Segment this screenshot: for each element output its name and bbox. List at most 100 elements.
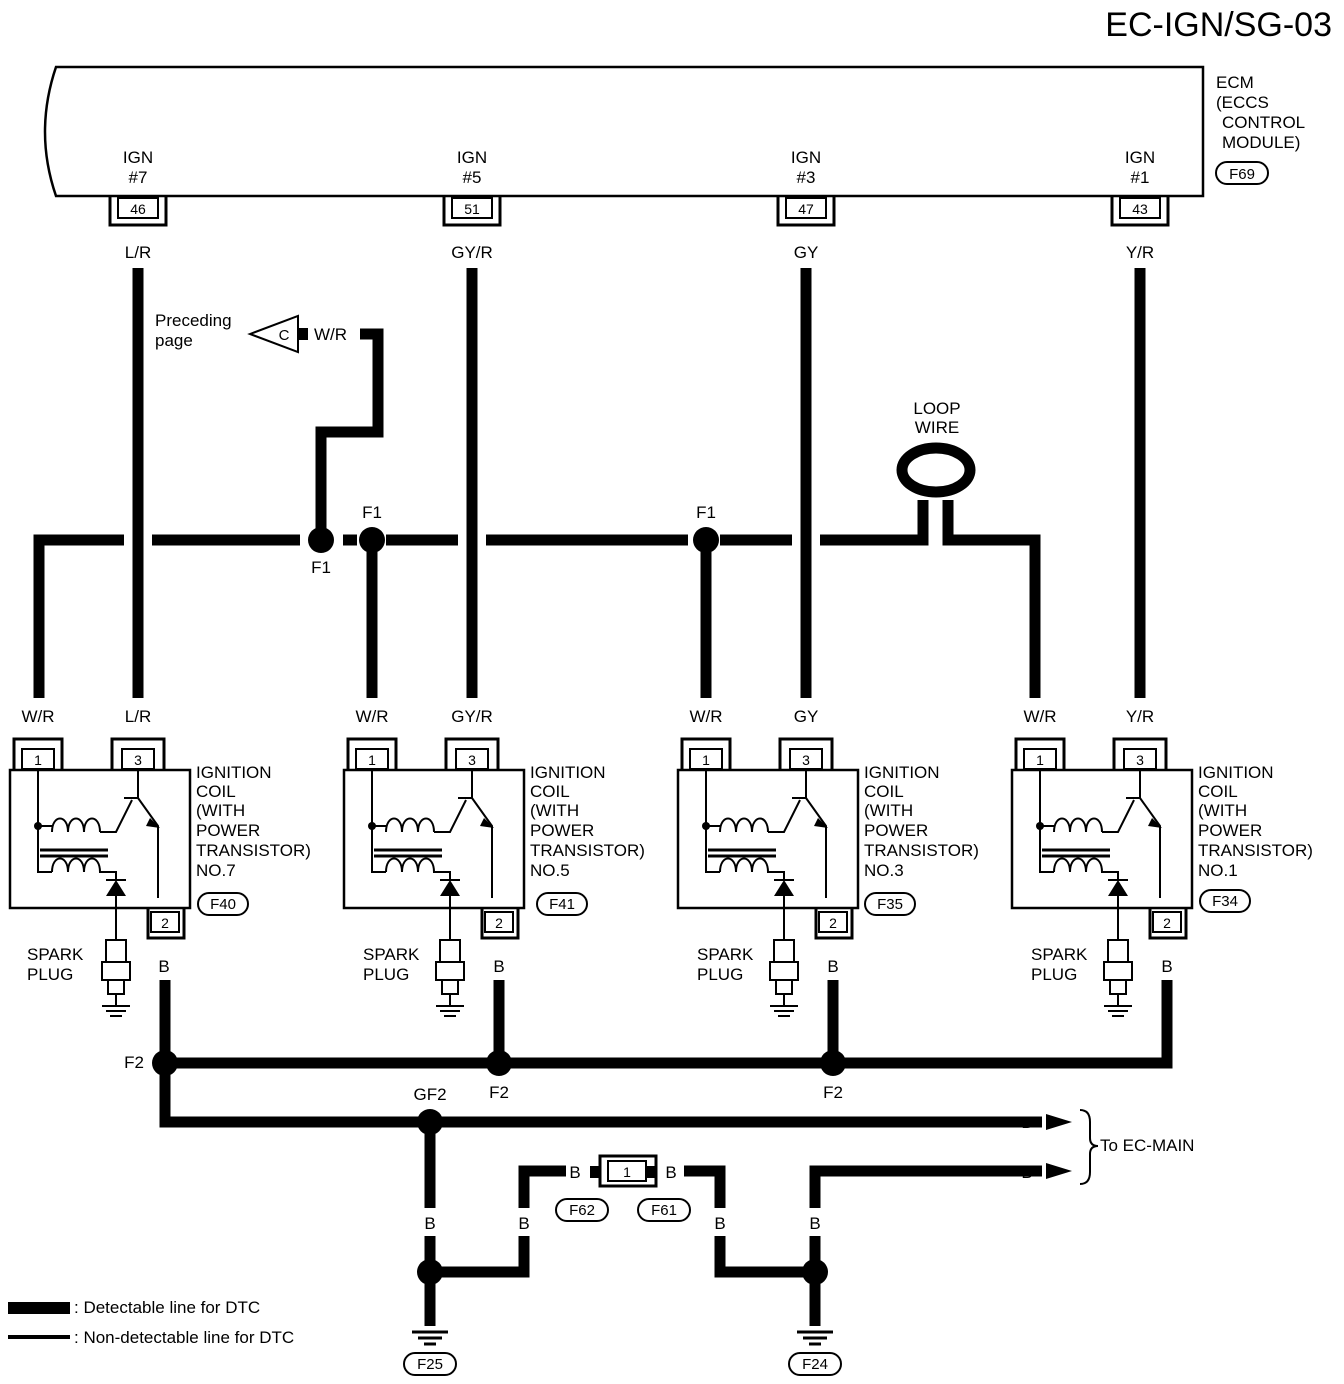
svg-text:1: 1 bbox=[623, 1164, 631, 1180]
svg-text:F61: F61 bbox=[651, 1202, 677, 1219]
svg-text:W/R: W/R bbox=[314, 325, 347, 344]
svg-text:47: 47 bbox=[798, 201, 814, 217]
ground-f24: F24 bbox=[788, 1330, 842, 1376]
svg-text:IGN: IGN bbox=[1125, 148, 1155, 167]
ground-f25: F25 bbox=[403, 1330, 457, 1376]
svg-text:F35: F35 bbox=[877, 896, 903, 913]
legend-thin-swatch bbox=[8, 1335, 70, 1339]
svg-text:NO.1: NO.1 bbox=[1198, 861, 1238, 880]
ignition-coil-no1: W/R Y/R 1 3 2 IGNITION COIL (WITH POWER … bbox=[1010, 707, 1313, 1017]
legend: : Detectable line for DTC : Non-detectab… bbox=[8, 1298, 294, 1347]
svg-text:ECM: ECM bbox=[1216, 73, 1254, 92]
svg-text:F25: F25 bbox=[417, 1356, 443, 1373]
svg-text:MODULE): MODULE) bbox=[1222, 133, 1300, 152]
svg-text:page: page bbox=[155, 331, 193, 350]
wire-to-f62 bbox=[430, 1165, 566, 1278]
svg-text:F2: F2 bbox=[124, 1053, 144, 1072]
svg-text:POWER: POWER bbox=[1198, 821, 1262, 840]
svg-text:SPARK: SPARK bbox=[363, 945, 420, 964]
svg-text:2: 2 bbox=[161, 915, 169, 931]
svg-text:LOOP: LOOP bbox=[913, 399, 960, 418]
inline-connector-f62-f61: 1 F62 F61 bbox=[555, 1154, 691, 1222]
svg-text:#3: #3 bbox=[797, 168, 816, 187]
ecm-module: ECM (ECCS CONTROL MODULE) F69 bbox=[43, 65, 1305, 198]
svg-text:#7: #7 bbox=[129, 168, 148, 187]
svg-text:3: 3 bbox=[134, 752, 142, 768]
splice-f2-c: F2 bbox=[820, 1050, 846, 1102]
svg-text:F40: F40 bbox=[210, 896, 236, 913]
ecm-label: ECM (ECCS CONTROL MODULE) bbox=[1216, 73, 1305, 152]
svg-text:F24: F24 bbox=[802, 1356, 828, 1373]
svg-text:L/R: L/R bbox=[125, 243, 151, 262]
svg-text:F1: F1 bbox=[311, 558, 331, 577]
svg-text:2: 2 bbox=[495, 915, 503, 931]
svg-text:2: 2 bbox=[1163, 915, 1171, 931]
svg-text:TRANSISTOR): TRANSISTOR) bbox=[196, 841, 311, 860]
preceding-page-connector: Preceding page C W/R bbox=[155, 311, 347, 354]
svg-text:1: 1 bbox=[1036, 752, 1044, 768]
svg-text:IGN: IGN bbox=[791, 148, 821, 167]
svg-text:Y/R: Y/R bbox=[1126, 707, 1154, 726]
ecm-terminal-ign3: IGN #3 47 GY bbox=[776, 148, 836, 262]
svg-text:B: B bbox=[1161, 957, 1172, 976]
svg-text:F41: F41 bbox=[549, 896, 575, 913]
wire-label-b-right: B bbox=[809, 1214, 820, 1233]
ignition-coil-no7: W/R L/R 1 3 2 IGNITION COIL (WITH POWER … bbox=[8, 707, 311, 1017]
svg-text:1: 1 bbox=[34, 752, 42, 768]
wire-label-b-gf2: B bbox=[424, 1214, 435, 1233]
svg-text:IGNITION: IGNITION bbox=[1198, 763, 1274, 782]
svg-text:(ECCS: (ECCS bbox=[1216, 93, 1269, 112]
svg-text:B: B bbox=[493, 957, 504, 976]
svg-text:F2: F2 bbox=[489, 1083, 509, 1102]
svg-text:POWER: POWER bbox=[864, 821, 928, 840]
svg-text:W/R: W/R bbox=[1023, 707, 1056, 726]
svg-text:NO.3: NO.3 bbox=[864, 861, 904, 880]
svg-text:COIL: COIL bbox=[1198, 782, 1238, 801]
svg-text:B: B bbox=[1021, 1163, 1032, 1182]
svg-text:(WITH: (WITH bbox=[864, 801, 913, 820]
svg-text:PLUG: PLUG bbox=[697, 965, 743, 984]
svg-text:(WITH: (WITH bbox=[530, 801, 579, 820]
svg-text:Y/R: Y/R bbox=[1126, 243, 1154, 262]
svg-text:F1: F1 bbox=[362, 503, 382, 522]
ecm-terminal-ign7: IGN #7 46 L/R bbox=[108, 148, 168, 262]
svg-text:POWER: POWER bbox=[530, 821, 594, 840]
svg-text:B: B bbox=[1021, 1113, 1032, 1132]
splice-f1-feed: F1 bbox=[308, 527, 334, 577]
svg-text:GY/R: GY/R bbox=[451, 243, 493, 262]
svg-text:IGN: IGN bbox=[123, 148, 153, 167]
svg-text:W/R: W/R bbox=[21, 707, 54, 726]
svg-text:NO.5: NO.5 bbox=[530, 861, 570, 880]
splice-f1-coil5: F1 bbox=[359, 503, 385, 553]
svg-text:1: 1 bbox=[702, 752, 710, 768]
legend-non-detectable: : Non-detectable line for DTC bbox=[74, 1328, 294, 1347]
svg-text:F62: F62 bbox=[569, 1202, 595, 1219]
svg-text:51: 51 bbox=[464, 201, 480, 217]
svg-text:NO.7: NO.7 bbox=[196, 861, 236, 880]
loop-wire: LOOP WIRE bbox=[896, 399, 976, 498]
svg-text:W/R: W/R bbox=[689, 707, 722, 726]
svg-text:Preceding: Preceding bbox=[155, 311, 232, 330]
legend-thick-swatch bbox=[8, 1302, 70, 1314]
svg-text:3: 3 bbox=[802, 752, 810, 768]
svg-text:46: 46 bbox=[130, 201, 146, 217]
svg-text:IGNITION: IGNITION bbox=[530, 763, 606, 782]
wire-wr-bus bbox=[33, 500, 1041, 698]
ecm-terminal-ign5: IGN #5 51 GY/R bbox=[442, 148, 502, 262]
wire-label-b-f61: B bbox=[665, 1163, 676, 1182]
svg-text:(WITH: (WITH bbox=[196, 801, 245, 820]
svg-text:PLUG: PLUG bbox=[27, 965, 73, 984]
ignition-coil-no3: W/R GY 1 3 2 IGNITION COIL (WITH POWER T… bbox=[676, 707, 979, 1017]
svg-text:3: 3 bbox=[468, 752, 476, 768]
page-id: EC-IGN/SG-03 bbox=[1105, 6, 1332, 44]
wire-from-f61 bbox=[684, 1165, 815, 1278]
svg-text:IGNITION: IGNITION bbox=[196, 763, 272, 782]
svg-text:TRANSISTOR): TRANSISTOR) bbox=[864, 841, 979, 860]
splice-gf2: GF2 bbox=[413, 1085, 447, 1135]
svg-text:GF2: GF2 bbox=[413, 1085, 446, 1104]
wire-wr-feed bbox=[315, 328, 384, 538]
svg-text:F1: F1 bbox=[696, 503, 716, 522]
svg-text:1: 1 bbox=[368, 752, 376, 768]
svg-text:To EC-MAIN: To EC-MAIN bbox=[1100, 1136, 1194, 1155]
